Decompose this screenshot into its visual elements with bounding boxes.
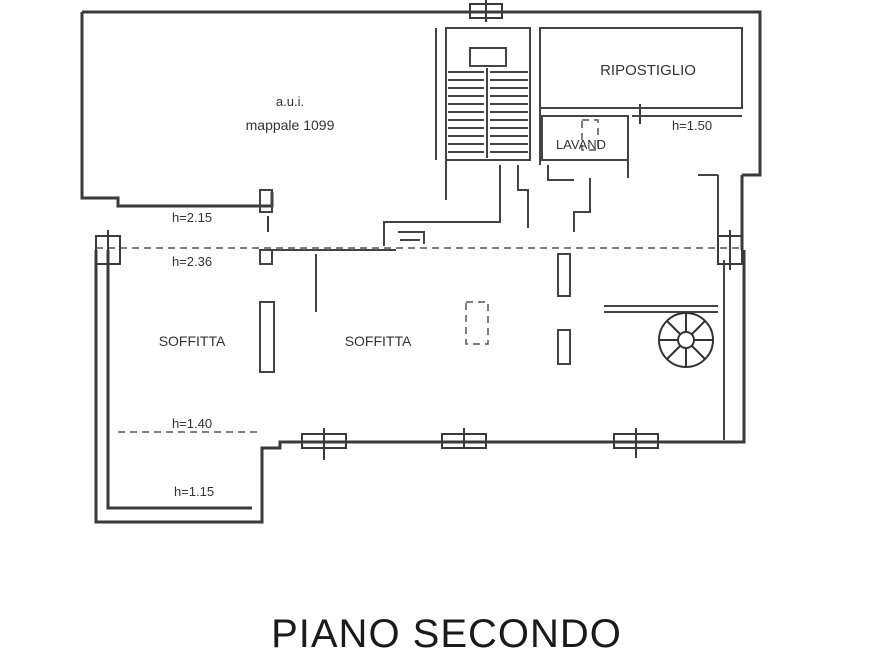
- windows: [95, 0, 743, 460]
- room-label-soffitta-center: SOFFITTA: [345, 333, 412, 349]
- height-label-115: h=1.15: [174, 484, 214, 499]
- dashed-lines: [96, 119, 744, 433]
- height-label-215: h=2.15: [172, 210, 212, 225]
- room-label-lavand: LAVAND: [556, 137, 606, 152]
- height-label-236: h=2.36: [172, 254, 212, 269]
- parcel-label-line1: a.u.i.: [276, 94, 304, 109]
- plan-title: PIANO SECONDO: [271, 612, 622, 656]
- interior-walls: [259, 27, 743, 440]
- room-label-soffitta-left: SOFFITTA: [159, 333, 226, 349]
- parcel-label-line2: mappale 1099: [246, 117, 335, 133]
- floor-plan: a.u.i. mappale 1099 RIPOSTIGLIO LAVAND S…: [80, 0, 762, 524]
- spiral-staircase-icon: [658, 312, 714, 368]
- height-label-150: h=1.50: [672, 118, 712, 133]
- height-label-140: h=1.40: [172, 416, 212, 431]
- room-label-ripostiglio: RIPOSTIGLIO: [600, 62, 696, 79]
